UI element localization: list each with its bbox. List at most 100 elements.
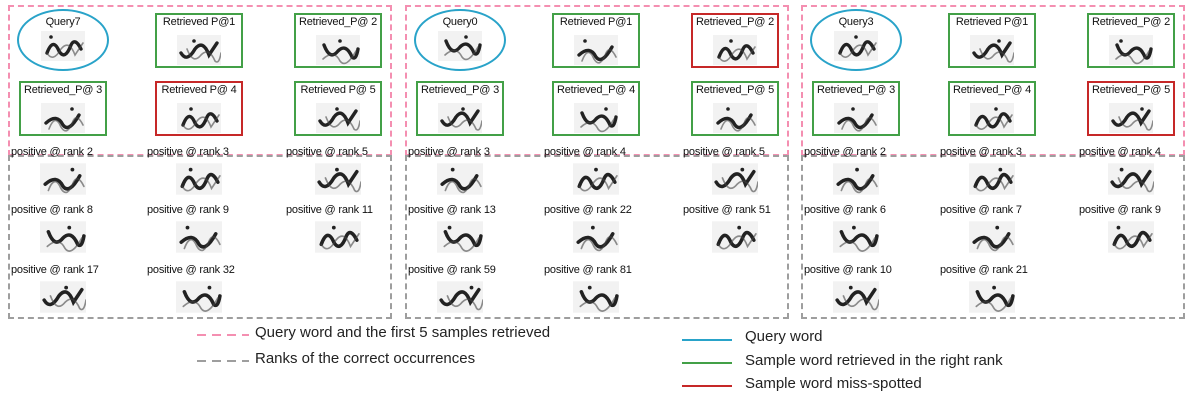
rank-word-image <box>833 280 880 314</box>
rank-label: positive @ rank 3 <box>147 146 229 158</box>
word-image <box>1109 103 1154 133</box>
query-label: Query3 <box>838 16 874 28</box>
word-image <box>177 35 222 65</box>
rank-label: positive @ rank 2 <box>11 146 93 158</box>
retrieved-label: Retrieved P@ 4 <box>161 84 237 96</box>
rank-label: positive @ rank 9 <box>147 204 229 216</box>
rank-word-image <box>969 220 1015 254</box>
rank-label: positive @ rank 4 <box>544 146 626 158</box>
rank-word-image <box>833 220 879 254</box>
retrieved-label: Retrieved_P@ 5 <box>695 84 775 96</box>
rank-label: positive @ rank 9 <box>1079 204 1161 216</box>
rank-label: positive @ rank 59 <box>408 264 496 276</box>
query-label: Query7 <box>45 16 81 28</box>
retrieved-cell-1: Retrieved P@1 <box>948 13 1036 68</box>
retrieved-label: Retrieved P@1 <box>162 16 236 28</box>
word-image <box>316 103 361 133</box>
rank-label: positive @ rank 13 <box>408 204 496 216</box>
rank-word-image <box>1108 220 1154 254</box>
retrieved-label: Retrieved_P@ 3 <box>23 84 103 96</box>
query-word-cell: Query3 <box>810 9 902 71</box>
word-image <box>574 103 618 133</box>
rank-label: positive @ rank 6 <box>804 204 886 216</box>
query-word-cell: Query0 <box>414 9 506 71</box>
rank-word-image <box>40 220 86 254</box>
retrieved-label: Retrieved_P@ 2 <box>298 16 378 28</box>
rank-label: positive @ rank 8 <box>11 204 93 216</box>
legend-pink-dashed-line <box>197 334 249 336</box>
word-image <box>41 31 85 61</box>
rank-label: positive @ rank 4 <box>1079 146 1161 158</box>
rank-word-image <box>315 220 361 254</box>
retrieved-cell-2: Retrieved_P@ 2 <box>294 13 382 68</box>
retrieved-cell-5: Retrieved_P@ 5 <box>1087 81 1175 136</box>
query-panel-2: Query0 Retrieved P@1 Retrieved_P@ 2 Retriev… <box>405 5 789 319</box>
retrieved-cell-5: Retrieved P@ 5 <box>294 81 382 136</box>
retrieved-cell-3: Retrieved_P@ 3 <box>812 81 900 136</box>
rank-label: positive @ rank 3 <box>940 146 1022 158</box>
word-image <box>438 31 482 61</box>
rank-label: positive @ rank 7 <box>940 204 1022 216</box>
ranks-dashed-box <box>405 155 789 319</box>
legend-query-word: Query word <box>745 328 823 345</box>
rank-label: positive @ rank 5 <box>286 146 368 158</box>
retrieved-label: Retrieved_P@ 4 <box>556 84 636 96</box>
rank-word-image <box>315 162 362 196</box>
legend-gray-dashed-line <box>197 360 249 362</box>
legend-miss-spotted: Sample word miss-spotted <box>745 375 922 392</box>
rank-word-image <box>969 162 1015 196</box>
rank-word-image <box>712 220 758 254</box>
rank-word-image <box>176 280 222 314</box>
retrieved-label: Retrieved_P@ 3 <box>420 84 500 96</box>
rank-label: positive @ rank 2 <box>804 146 886 158</box>
rank-word-image <box>1108 162 1155 196</box>
retrieved-cell-2: Retrieved_P@ 2 <box>691 13 779 68</box>
legend-right-rank: Sample word retrieved in the right rank <box>745 352 1003 369</box>
rank-word-image <box>833 162 879 196</box>
rank-word-image <box>573 162 619 196</box>
word-image <box>970 103 1014 133</box>
query-label: Query0 <box>442 16 478 28</box>
rank-word-image <box>40 280 87 314</box>
rank-word-image <box>437 162 483 196</box>
retrieved-label: Retrieved_P@ 2 <box>1091 16 1171 28</box>
word-image <box>834 103 878 133</box>
legend-blue-line <box>682 339 732 341</box>
rank-word-image <box>573 280 619 314</box>
rank-label: positive @ rank 5 <box>683 146 765 158</box>
word-image <box>316 35 360 65</box>
legend-red-line <box>682 385 732 387</box>
retrieved-label: Retrieved_P@ 5 <box>1091 84 1171 96</box>
legend-green-line <box>682 362 732 364</box>
ranks-dashed-box <box>8 155 392 319</box>
rank-label: positive @ rank 51 <box>683 204 771 216</box>
retrieved-label: Retrieved P@1 <box>955 16 1029 28</box>
rank-word-image <box>176 162 222 196</box>
rank-word-image <box>573 220 619 254</box>
word-image <box>970 35 1015 65</box>
retrieved-cell-4: Retrieved_P@ 4 <box>948 81 1036 136</box>
rank-label: positive @ rank 11 <box>286 204 373 216</box>
word-image <box>41 103 85 133</box>
word-image <box>1109 35 1153 65</box>
retrieved-label: Retrieved_P@ 3 <box>816 84 896 96</box>
word-image <box>177 103 221 133</box>
retrieved-cell-4: Retrieved P@ 4 <box>155 81 243 136</box>
legend-ranks-correct: Ranks of the correct occurrences <box>255 350 476 367</box>
retrieved-label: Retrieved_P@ 4 <box>952 84 1032 96</box>
rank-word-image <box>437 280 484 314</box>
retrieved-label: Retrieved P@ 5 <box>300 84 376 96</box>
retrieved-cell-1: Retrieved P@1 <box>552 13 640 68</box>
rank-word-image <box>176 220 222 254</box>
legend-query-and-top5: Query word and the first 5 samples retri… <box>255 324 551 341</box>
retrieved-label: Retrieved P@1 <box>559 16 633 28</box>
rank-label: positive @ rank 32 <box>147 264 235 276</box>
rank-label: positive @ rank 3 <box>408 146 490 158</box>
rank-label: positive @ rank 22 <box>544 204 632 216</box>
word-image <box>438 103 483 133</box>
rank-label: positive @ rank 10 <box>804 264 892 276</box>
retrieved-cell-5: Retrieved_P@ 5 <box>691 81 779 136</box>
word-image <box>713 35 757 65</box>
word-image <box>713 103 757 133</box>
rank-label: positive @ rank 21 <box>940 264 1028 276</box>
